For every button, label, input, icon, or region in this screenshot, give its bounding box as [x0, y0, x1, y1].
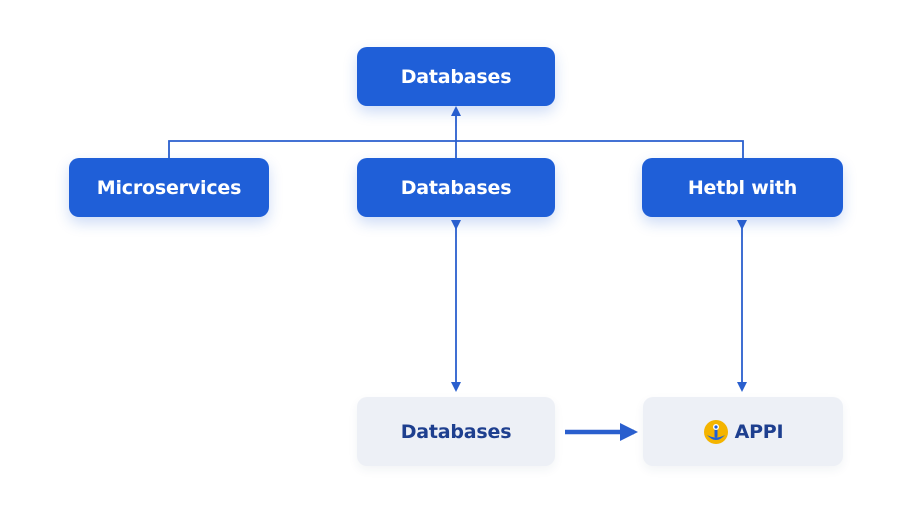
node-label: APPI [734, 420, 784, 443]
node-databases-bottom[interactable]: Databases [357, 397, 555, 466]
node-label: Databases [400, 176, 512, 199]
node-label: Hetbl with [687, 176, 798, 199]
node-label: Microservices [96, 176, 242, 199]
node-databases-middle[interactable]: Databases [357, 158, 555, 217]
app-logo-icon [703, 419, 729, 445]
node-databases-top[interactable]: Databases [357, 47, 555, 106]
node-microservices[interactable]: Microservices [69, 158, 269, 217]
node-hetbl-with[interactable]: Hetbl with [642, 158, 843, 217]
node-label: Databases [400, 65, 512, 88]
node-label: Databases [400, 420, 512, 443]
node-appi[interactable]: APPI [643, 397, 843, 466]
